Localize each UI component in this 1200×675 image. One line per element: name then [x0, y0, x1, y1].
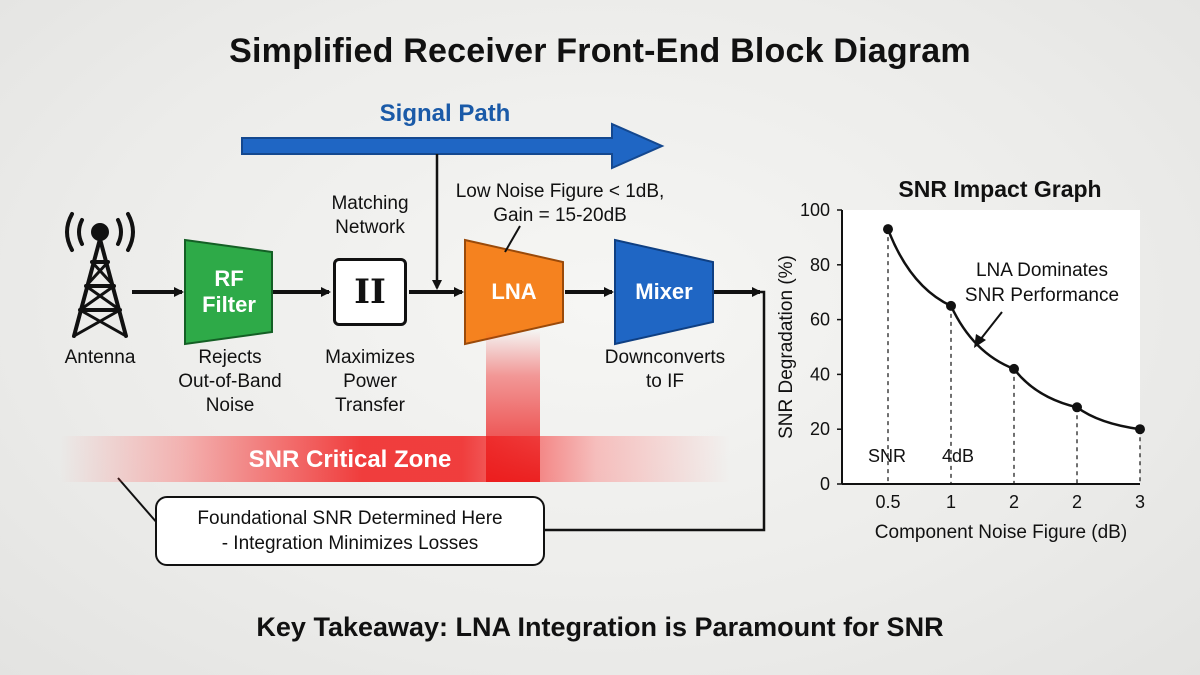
db-inline-label: 4dB [942, 446, 974, 466]
x-tick-label: 1 [946, 492, 956, 512]
matching-caption-line: Matching [331, 193, 409, 214]
lna-block [464, 238, 564, 346]
mixer-caption: Downconverts to IF [590, 346, 740, 394]
mixer-caption-line: Downconverts [604, 347, 726, 368]
callout-line: - Integration Minimizes Losses [221, 533, 479, 554]
rf-filter-block [184, 238, 273, 346]
data-point [946, 300, 956, 311]
x-axis-title: Component Noise Figure (dB) [875, 522, 1127, 543]
matching-network-block: II [333, 258, 407, 326]
matching-caption-line: Network [335, 217, 405, 238]
annotation-pointer [979, 311, 1003, 341]
matching-function-line: Maximizes [325, 347, 415, 368]
x-tick-label: 2 [1009, 492, 1019, 512]
rf-filter-caption-line: Rejects [198, 347, 262, 368]
y-axis-title: SNR Degradation (%) [776, 255, 797, 439]
lna-spec-line: Gain = 15-20dB [493, 205, 627, 226]
mixer-label: Mixer [635, 279, 693, 304]
lna-spec-caption: Low Noise Figure < 1dB, Gain = 15-20dB [435, 180, 685, 228]
lna-dominates-annotation: SNR Performance [965, 285, 1119, 306]
snr-critical-zone-lna-highlight [486, 330, 540, 482]
y-tick-label: 100 [800, 200, 830, 220]
matching-function-line: Transfer [334, 395, 406, 416]
rf-filter-label-line1: RF [214, 266, 244, 291]
annotation-arrowhead [974, 334, 986, 348]
antenna-caption: Antenna [64, 347, 136, 368]
y-tick-label: 80 [810, 255, 830, 275]
x-tick-label: 3 [1135, 492, 1145, 512]
rf-filter-caption-line: Noise [205, 395, 255, 416]
key-takeaway: Key Takeaway: LNA Integration is Paramou… [256, 612, 944, 642]
callout-line: Foundational SNR Determined Here [197, 508, 503, 529]
data-point [883, 224, 893, 235]
snr-critical-zone-label: SNR Critical Zone [248, 446, 452, 473]
rf-filter-label: RF Filter [190, 266, 268, 318]
signal-path-arrow [241, 122, 665, 170]
x-tick-label: 2 [1072, 492, 1082, 512]
signal-path-label: Signal Path [379, 100, 511, 127]
y-tick-label: 0 [820, 474, 830, 494]
snr-inline-label: SNR [868, 446, 906, 466]
mixer-block [614, 238, 714, 346]
callout-pointer-line [117, 477, 159, 525]
y-tick-label: 40 [810, 364, 830, 384]
rf-filter-caption: Rejects Out-of-Band Noise [160, 346, 300, 418]
lna-dominates-annotation: LNA Dominates [976, 260, 1108, 281]
x-tick-label: 0.5 [875, 492, 900, 512]
chart-plot-area [842, 210, 1140, 484]
data-point [1135, 424, 1145, 435]
matching-function-caption: Maximizes Power Transfer [300, 346, 440, 418]
matching-function-line: Power [343, 371, 397, 392]
y-tick-label: 20 [810, 419, 830, 439]
data-point [1072, 402, 1082, 413]
antenna-icon [65, 212, 135, 338]
mixer-caption-line: to IF [645, 371, 684, 392]
rf-filter-label-line2: Filter [202, 292, 256, 317]
foundational-snr-callout: Foundational SNR Determined Here - Integ… [155, 496, 545, 566]
pi-network-icon: II [354, 272, 386, 312]
y-tick-label: 60 [810, 310, 830, 330]
data-point [1009, 363, 1019, 374]
rf-filter-caption-line: Out-of-Band [178, 371, 282, 392]
lna-spec-line: Low Noise Figure < 1dB, [455, 181, 665, 202]
lna-label: LNA [491, 279, 537, 304]
lna-spec-pointer [504, 225, 521, 253]
diagram-title: Simplified Receiver Front-End Block Diag… [229, 32, 971, 70]
snr-critical-zone-band [60, 436, 730, 482]
snr-graph-title: SNR Impact Graph [898, 176, 1102, 202]
callout-connector-line [545, 290, 766, 532]
matching-network-caption: Matching Network [305, 192, 435, 240]
